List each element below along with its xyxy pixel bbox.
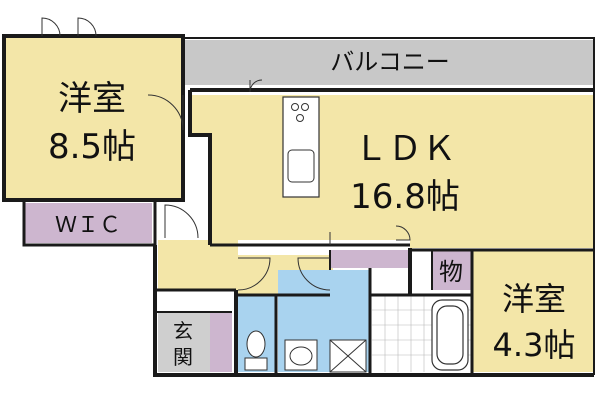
kitchen-counter xyxy=(282,96,320,198)
wic-label: ＷＩＣ xyxy=(55,213,121,238)
room-wic xyxy=(24,203,152,243)
toilet-fixture xyxy=(244,330,268,371)
entrance-label-top: 玄 xyxy=(173,319,193,343)
bath-tiles xyxy=(372,295,472,372)
walls xyxy=(2,34,595,377)
entrance-area xyxy=(158,312,210,372)
western-room-large-name: 洋室 xyxy=(58,79,126,119)
western-room-small-name: 洋室 xyxy=(502,280,566,318)
balcony-area xyxy=(183,40,594,85)
room-western-small xyxy=(472,250,594,372)
room-ldk xyxy=(190,95,594,248)
ldk-label: ＬＤＫ xyxy=(354,129,456,169)
balcony-label: バルコニー xyxy=(330,48,450,76)
storage-area xyxy=(330,250,410,268)
bathtub-fixture xyxy=(431,299,469,371)
door-swings xyxy=(41,17,411,291)
hall-area xyxy=(158,240,238,290)
room-western-large xyxy=(6,38,181,198)
ldk-size: 16.8帖 xyxy=(350,177,460,217)
washbasin-fixture xyxy=(284,339,318,371)
storage-label: 物 xyxy=(439,258,463,286)
washing-machine-pan xyxy=(329,339,367,373)
western-room-large-size: 8.5帖 xyxy=(48,127,136,167)
storage-area-2 xyxy=(432,250,472,290)
entrance-step xyxy=(210,312,232,372)
western-room-small-size: 4.3帖 xyxy=(493,326,576,364)
entrance-label-bottom: 関 xyxy=(173,345,193,369)
